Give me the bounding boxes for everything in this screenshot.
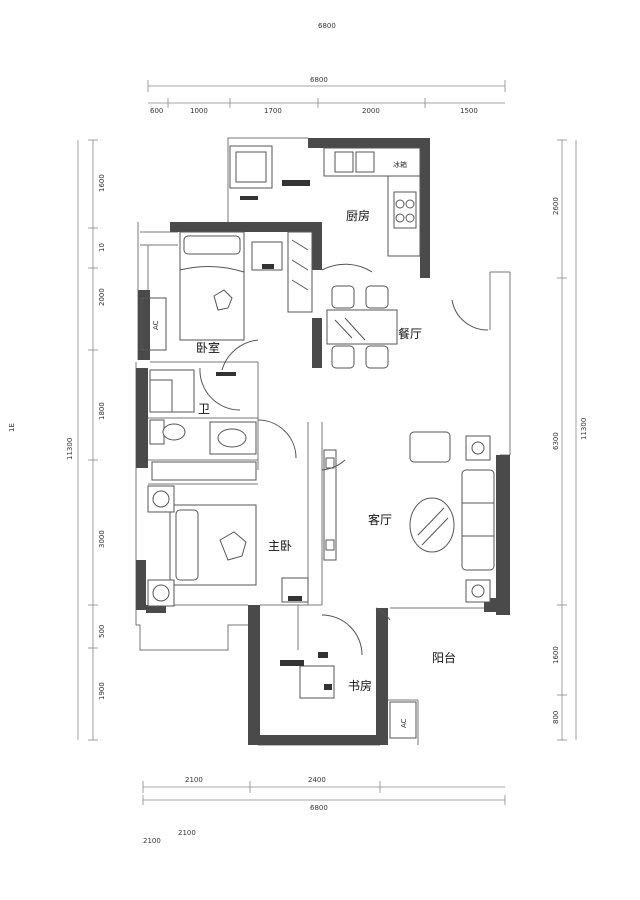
left-seg-5: 3000 (98, 530, 106, 548)
top-total-dim: 6800 (310, 76, 328, 84)
top-header-dim: 6800 (318, 22, 336, 30)
top-seg-1: 600 (150, 107, 163, 115)
top-seg-3: 1700 (264, 107, 282, 115)
kitchen-furniture: 冰箱 (229, 145, 421, 257)
bedroom-ac-label: AC (152, 320, 160, 330)
bottom-extra-1: 2100 (143, 837, 161, 845)
right-seg-4: 800 (552, 711, 560, 724)
study-label: 书房 (348, 678, 372, 693)
bedroom-label: 卧室 (196, 340, 220, 355)
bedroom-furniture: AC (141, 231, 313, 351)
left-seg-7: 1900 (98, 682, 106, 700)
bottom-seg-2: 2400 (308, 776, 326, 784)
top-seg-5: 1500 (460, 107, 478, 115)
right-seg-1: 2600 (552, 197, 560, 215)
fridge-label: 冰箱 (393, 160, 407, 169)
left-seg-6: 500 (98, 625, 106, 638)
left-seg-3: 2000 (98, 288, 106, 306)
right-dimensions: 2600 6300 1600 800 11300 (552, 139, 588, 741)
bottom-seg-1: 2100 (185, 776, 203, 784)
bathroom-fixtures (149, 369, 257, 455)
left-seg-1: 1600 (98, 174, 106, 192)
bottom-total-dim: 6800 (310, 804, 328, 812)
balcony-ac: AC (389, 701, 417, 739)
bottom-extra-2: 2100 (178, 829, 196, 837)
right-seg-2: 6300 (552, 432, 560, 450)
master-furniture (147, 461, 309, 607)
study-furniture (280, 652, 335, 699)
walls (136, 138, 510, 745)
left-dimensions: 1600 10 2000 1800 3000 500 1900 11300 1E (8, 139, 106, 741)
top-seg-2: 1000 (190, 107, 208, 115)
left-seg-4: 1800 (98, 402, 106, 420)
master-label: 主卧 (268, 539, 292, 553)
dining-label: 餐厅 (398, 326, 422, 341)
bathroom-label: 卫 (198, 402, 210, 416)
left-mark: 1E (8, 423, 16, 432)
dining-set (326, 285, 398, 369)
left-total-dim: 11300 (66, 438, 74, 460)
right-seg-3: 1600 (552, 646, 560, 664)
top-dimensions: 6800 6800 600 1000 1700 2000 1500 (147, 22, 506, 115)
balcony-label: 阳台 (432, 650, 456, 665)
top-seg-4: 2000 (362, 107, 380, 115)
doors (199, 263, 489, 656)
right-total-dim: 11300 (580, 418, 588, 440)
living-label: 客厅 (368, 512, 392, 527)
living-furniture (323, 431, 495, 603)
balcony-ac-label: AC (400, 718, 408, 728)
room-labels: 厨房 餐厅 卧室 卫 客厅 主卧 书房 阳台 (196, 208, 456, 693)
partitions (148, 361, 323, 650)
left-seg-2: 10 (98, 243, 106, 252)
kitchen-label: 厨房 (346, 208, 370, 223)
bottom-dimensions: 2100 2400 6800 2100 2100 (142, 776, 506, 845)
